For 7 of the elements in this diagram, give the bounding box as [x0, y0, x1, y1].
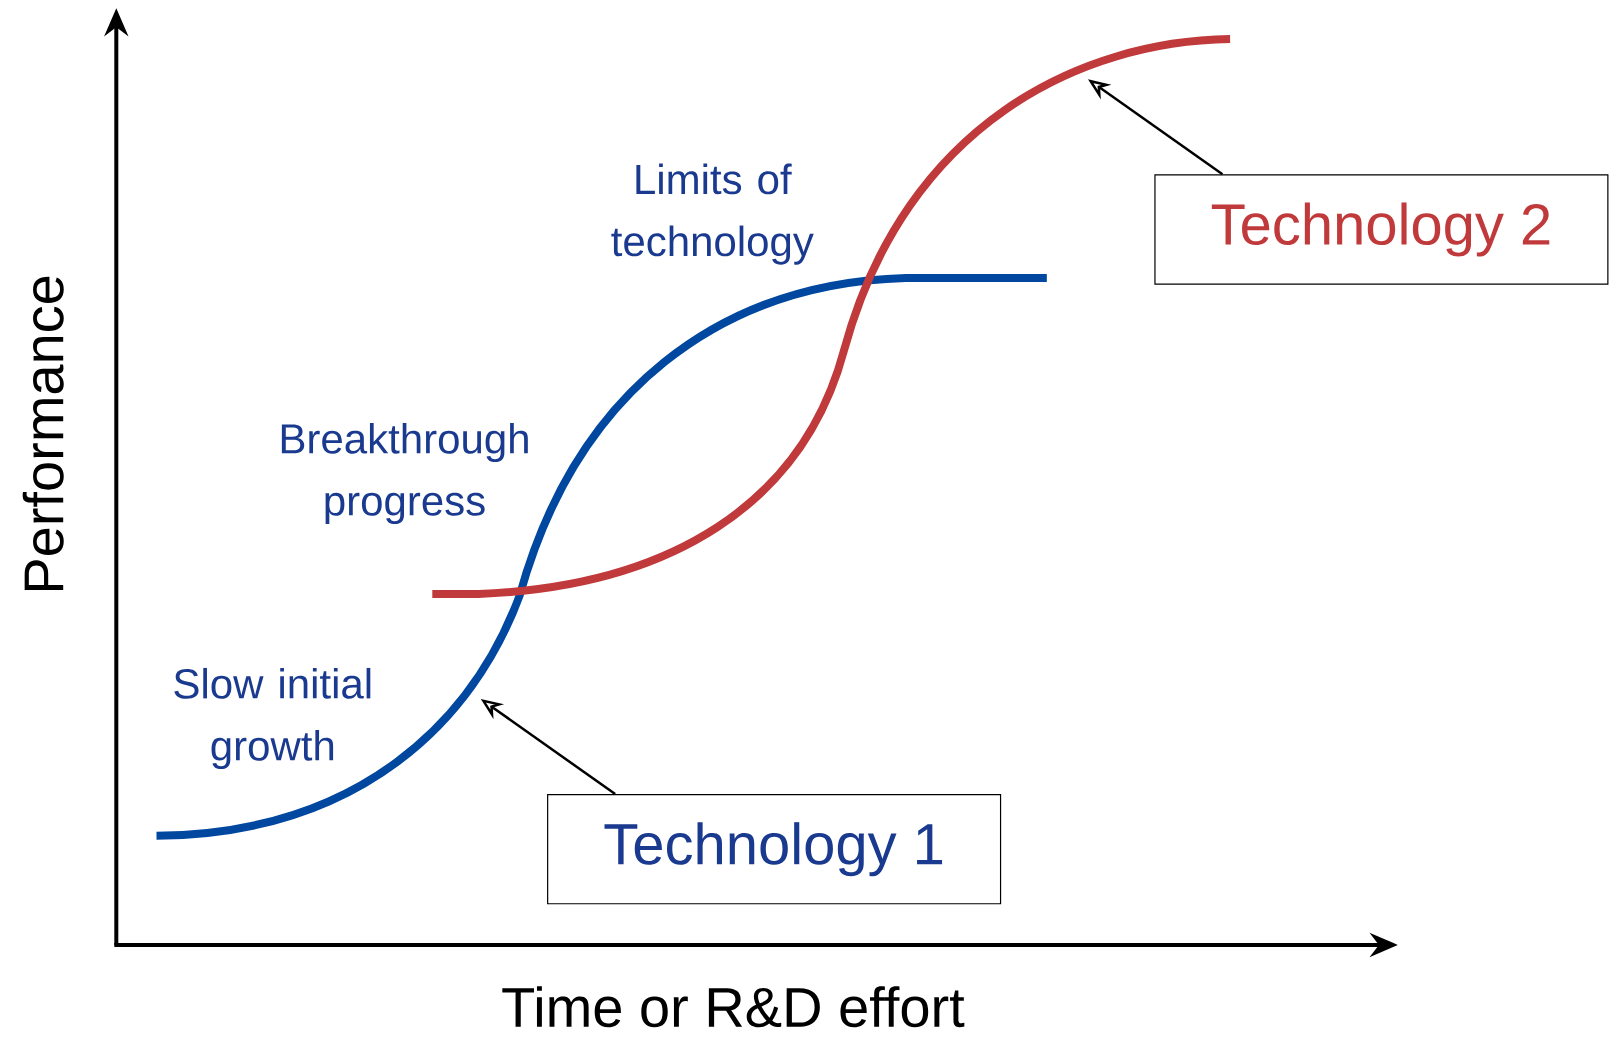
axis-label: Time or R&D effort — [502, 986, 965, 1028]
axis-label: Performance — [22, 276, 64, 591]
annotation-text: Limits of technology — [611, 163, 814, 265]
label-box: Technology 1 — [547, 794, 1002, 905]
annotation-text: Breakthrough progress — [281, 422, 528, 525]
annotation-text: Slow initial growth — [174, 667, 371, 770]
label-box: Technology 2 — [1154, 174, 1609, 285]
